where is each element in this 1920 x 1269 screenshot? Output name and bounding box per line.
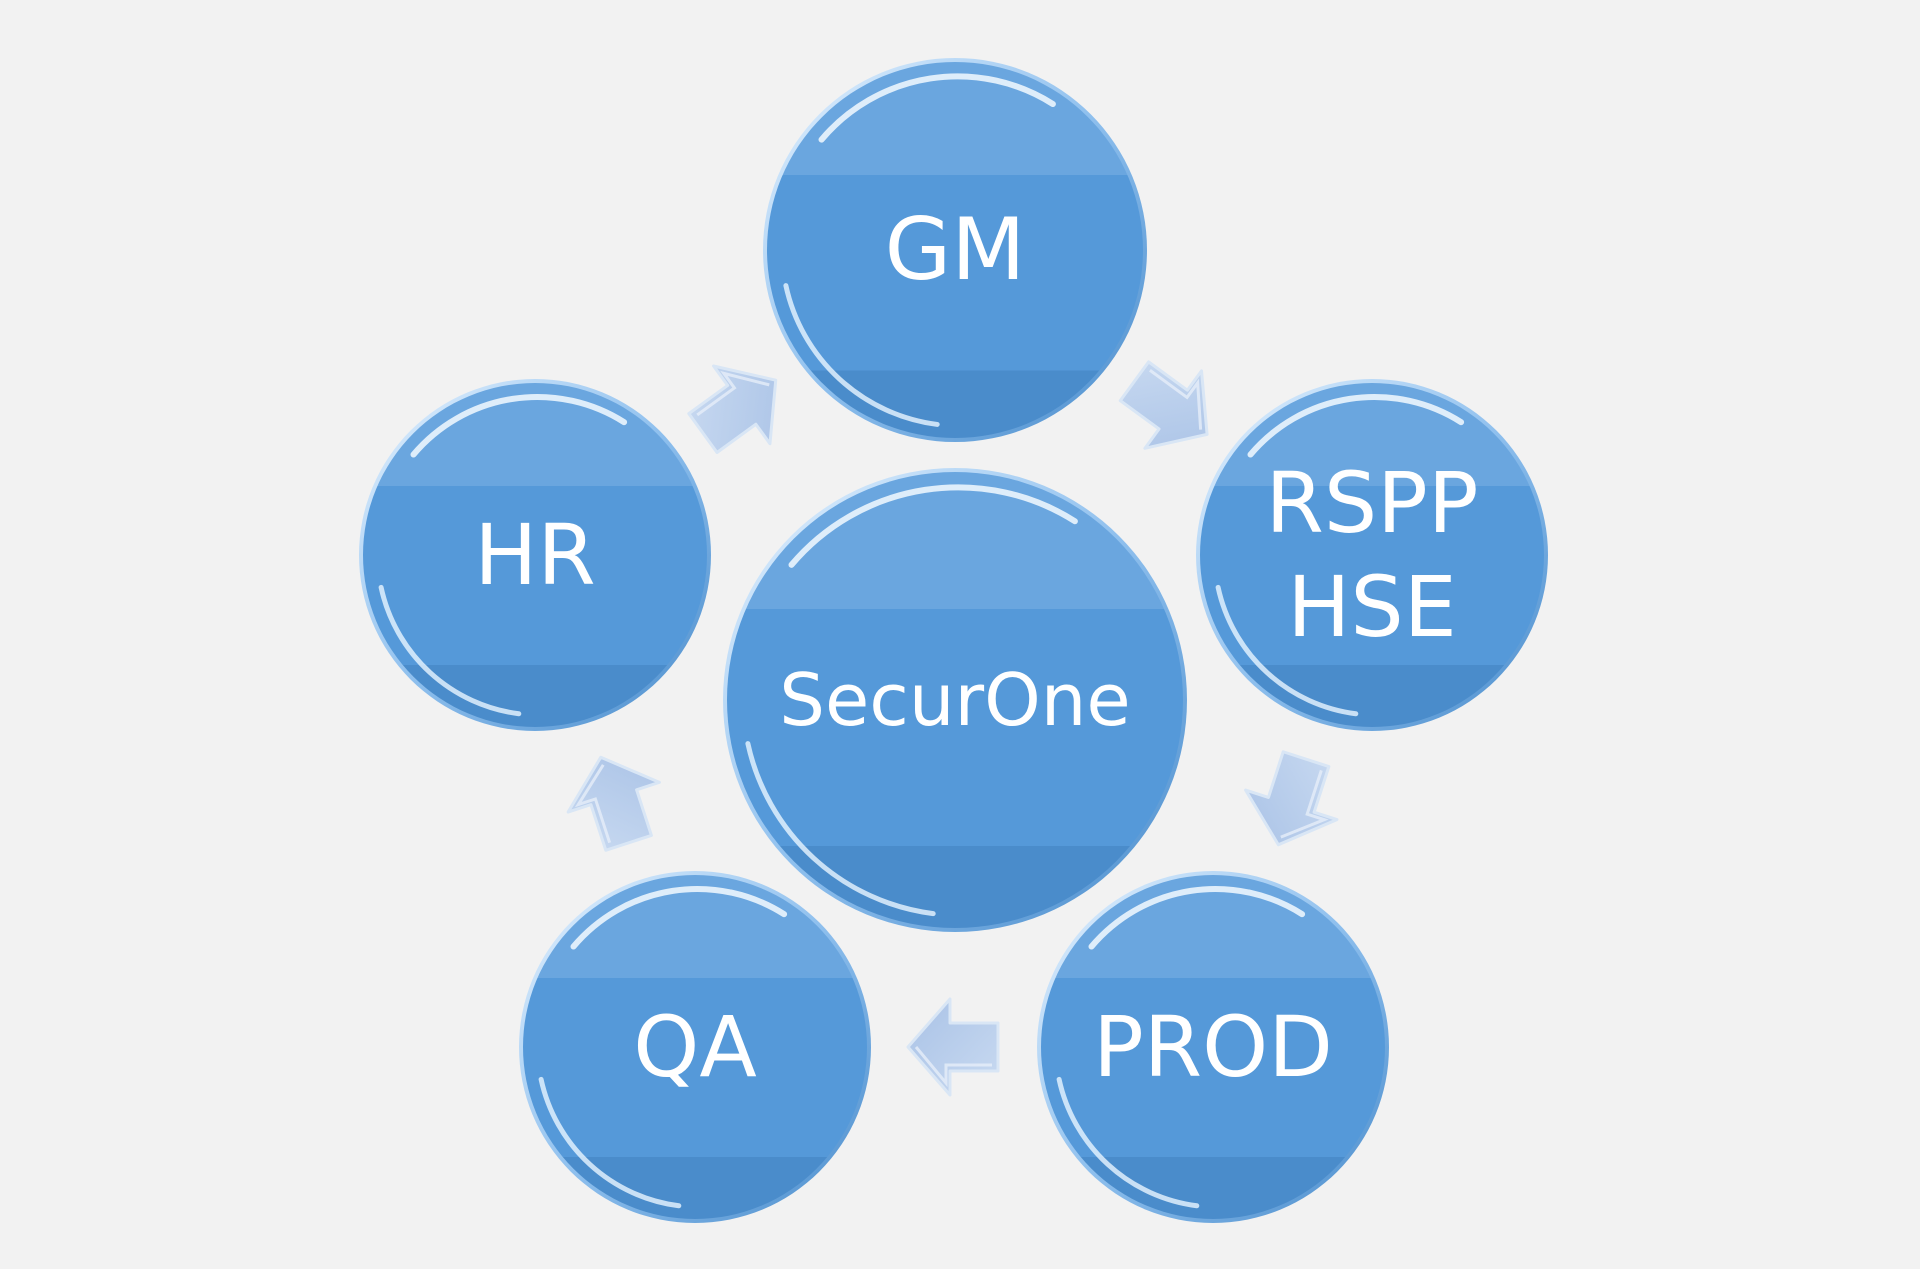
- arrow-right-up-icon: [687, 364, 778, 454]
- node-prod: PROD: [1037, 871, 1389, 1223]
- node-highlight: [783, 283, 940, 427]
- node-label-qa: QA: [633, 998, 757, 1096]
- node-qa: QA: [519, 871, 871, 1223]
- node-highlight: [570, 886, 788, 950]
- node-highlight: [538, 1076, 682, 1209]
- node-highlight: [788, 484, 1078, 568]
- node-center: SecurOne: [723, 468, 1187, 932]
- node-body: [767, 62, 1143, 438]
- arrow-up-icon: [566, 755, 661, 852]
- arrow-left-icon: [906, 997, 1000, 1097]
- arrow-down-icon: [1244, 750, 1339, 847]
- node-hr: HR: [359, 379, 711, 731]
- node-gm: GM: [763, 58, 1147, 442]
- node-body: [363, 383, 707, 727]
- node-label-prod: PROD: [1093, 998, 1333, 1096]
- node-label-rspp: HSE: [1287, 558, 1457, 656]
- arrow-right-down-icon: [1118, 360, 1209, 450]
- node-highlight: [410, 394, 628, 458]
- node-highlight: [1088, 886, 1306, 950]
- node-highlight: [1247, 394, 1465, 458]
- node-highlight: [1056, 1076, 1200, 1209]
- node-label-rspp: RSPP: [1266, 454, 1479, 552]
- arrows-layer: [566, 360, 1339, 1097]
- node-body: [523, 875, 867, 1219]
- node-label-hr: HR: [474, 506, 596, 604]
- node-label-center: SecurOne: [779, 658, 1130, 742]
- node-highlight: [378, 584, 522, 717]
- node-body: [1200, 383, 1544, 727]
- node-highlight: [1215, 584, 1359, 717]
- node-body: [1041, 875, 1385, 1219]
- node-highlight: [745, 741, 936, 917]
- node-label-gm: GM: [885, 200, 1026, 300]
- node-highlight: [818, 73, 1056, 143]
